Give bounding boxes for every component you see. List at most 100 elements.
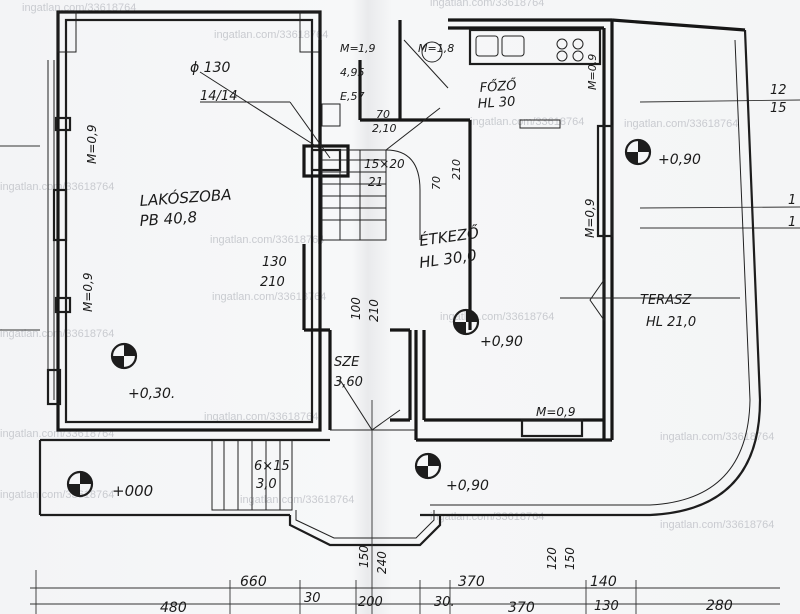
dim-370: 370 — [458, 574, 485, 590]
main-staircase — [321, 107, 441, 241]
door-height-210: 2,10 — [372, 122, 397, 135]
door-right-swing — [589, 278, 605, 322]
terrace-outline — [420, 29, 762, 517]
edge-dim-1b: 1 — [788, 215, 796, 230]
edge-dim-12: 12 — [770, 83, 787, 98]
entry-stair-size: 6×15 — [254, 459, 290, 474]
window-label-right: M=0,9 — [583, 199, 597, 239]
window-label-kitchen: M=0,9 — [586, 54, 599, 90]
watermark-14: ingatlan.com/33618764 — [0, 489, 114, 501]
dim-480: 480 — [160, 600, 187, 614]
stove-burner-1 — [556, 38, 568, 50]
kitchen-sink-2 — [501, 35, 525, 57]
door-width-70b: 70 — [430, 176, 443, 190]
watermark-4: ingatlan.com/33618764 — [470, 116, 584, 128]
porch-dim-150b: 150 — [563, 547, 577, 570]
porch-dim-120: 120 — [545, 547, 559, 570]
terrace-outline-inner — [430, 39, 751, 506]
wc-m-label: M= — [340, 42, 359, 55]
kitchen-name: FŐZŐ — [479, 77, 518, 96]
dim-140: 140 — [590, 574, 617, 590]
watermark-11: ingatlan.com/33618764 — [204, 411, 318, 423]
window-left-3 — [54, 296, 72, 314]
watermark-2: ingatlan.com/33618764 — [430, 0, 544, 9]
living-room-area: PB 40,8 — [139, 208, 198, 230]
door-width-70: 70 — [376, 108, 390, 121]
wc-hl: E,57 — [340, 90, 364, 103]
hall-area: 3,60 — [334, 375, 363, 390]
watermark-8: ingatlan.com/33618764 — [212, 291, 326, 303]
dim-370b: 370 — [508, 600, 535, 614]
kitchen-sink-1 — [475, 35, 499, 57]
window-label-left-1: M=0,9 — [85, 125, 99, 165]
door-width-100: 100 — [349, 297, 363, 320]
stove-burner-3 — [556, 50, 568, 62]
kitchen-island — [519, 119, 561, 129]
dim-660: 660 — [240, 574, 267, 590]
level-porch: +0,90 — [446, 478, 489, 494]
porch-dim-150: 150 — [357, 545, 371, 568]
ref-line-right-2 — [639, 206, 800, 209]
door-height-210c: 210 — [367, 299, 381, 322]
dim-30b: 30. — [434, 595, 455, 610]
hall-name: SZE — [334, 355, 360, 370]
dim-130: 130 — [594, 599, 619, 614]
door-height-210d: 210 — [450, 159, 463, 180]
window-left-2 — [52, 188, 68, 242]
kitchen-area: HL 30 — [477, 94, 516, 112]
watermark-5: ingatlan.com/33618764 — [624, 118, 738, 130]
main-stair-size: 15×20 — [364, 157, 405, 171]
dim-30: 30 — [304, 591, 321, 606]
dim-200: 200 — [358, 595, 383, 610]
edge-dim-15: 15 — [770, 101, 787, 116]
door-width-130: 130 — [262, 255, 287, 270]
entrance-terrace — [38, 429, 442, 547]
flue-leader — [289, 101, 331, 159]
wc-area-2: 4,95 — [340, 66, 365, 79]
watermark-17: ingatlan.com/33618764 — [240, 494, 354, 506]
level-marker-porch — [414, 452, 442, 480]
level-marker-entrance — [66, 470, 94, 498]
level-right: +0,90 — [658, 152, 701, 168]
level-dining: +0,90 — [480, 334, 523, 350]
entry-stair-count: 3,0 — [256, 477, 277, 492]
kitchen-counter — [468, 28, 602, 66]
window-bottom-dining — [520, 418, 584, 438]
level-entrance: +000 — [112, 482, 153, 500]
dim-280: 280 — [706, 598, 733, 614]
chimney-label: ϕ 130 — [190, 60, 231, 76]
level-marker-living — [110, 342, 138, 370]
wc-sink — [321, 103, 341, 127]
window-label-bottom: M=0,9 — [536, 405, 576, 419]
wc-toilet — [421, 41, 443, 63]
level-living: +0,30. — [128, 386, 175, 402]
terrace-name: TERASZ — [640, 293, 692, 308]
porch-dim-240: 240 — [375, 551, 389, 574]
edge-dim-1a: 1 — [788, 193, 796, 208]
entrance-steps — [211, 439, 293, 511]
central-core-walls — [302, 20, 470, 430]
wc-area: 1,9 — [358, 42, 376, 55]
stove-burner-2 — [572, 38, 584, 50]
ref-line-right-1 — [639, 99, 800, 103]
watermark-16: ingatlan.com/33618764 — [660, 519, 774, 531]
window-right-1 — [596, 124, 614, 238]
wc-partition — [403, 39, 449, 89]
flue-label: 14/14 — [200, 89, 237, 104]
level-marker-right — [624, 138, 652, 166]
bottom-dimension-lines — [30, 570, 780, 614]
level-marker-dining — [452, 308, 480, 336]
window-left-4 — [46, 368, 62, 406]
terrace-area: HL 21,0 — [646, 315, 696, 330]
window-label-left-2: M=0,9 — [81, 273, 95, 313]
watermark-7: ingatlan.com/33618764 — [210, 234, 324, 246]
window-left-1 — [54, 116, 72, 132]
living-room-name: LAKÓSZOBA — [139, 185, 232, 210]
stove-burner-4 — [572, 50, 584, 62]
door-height-210b: 210 — [260, 275, 285, 290]
watermark-15: ingatlan.com/33618764 — [430, 511, 544, 523]
main-stair-count: 21 — [368, 175, 383, 189]
chimney-leader — [199, 71, 323, 151]
